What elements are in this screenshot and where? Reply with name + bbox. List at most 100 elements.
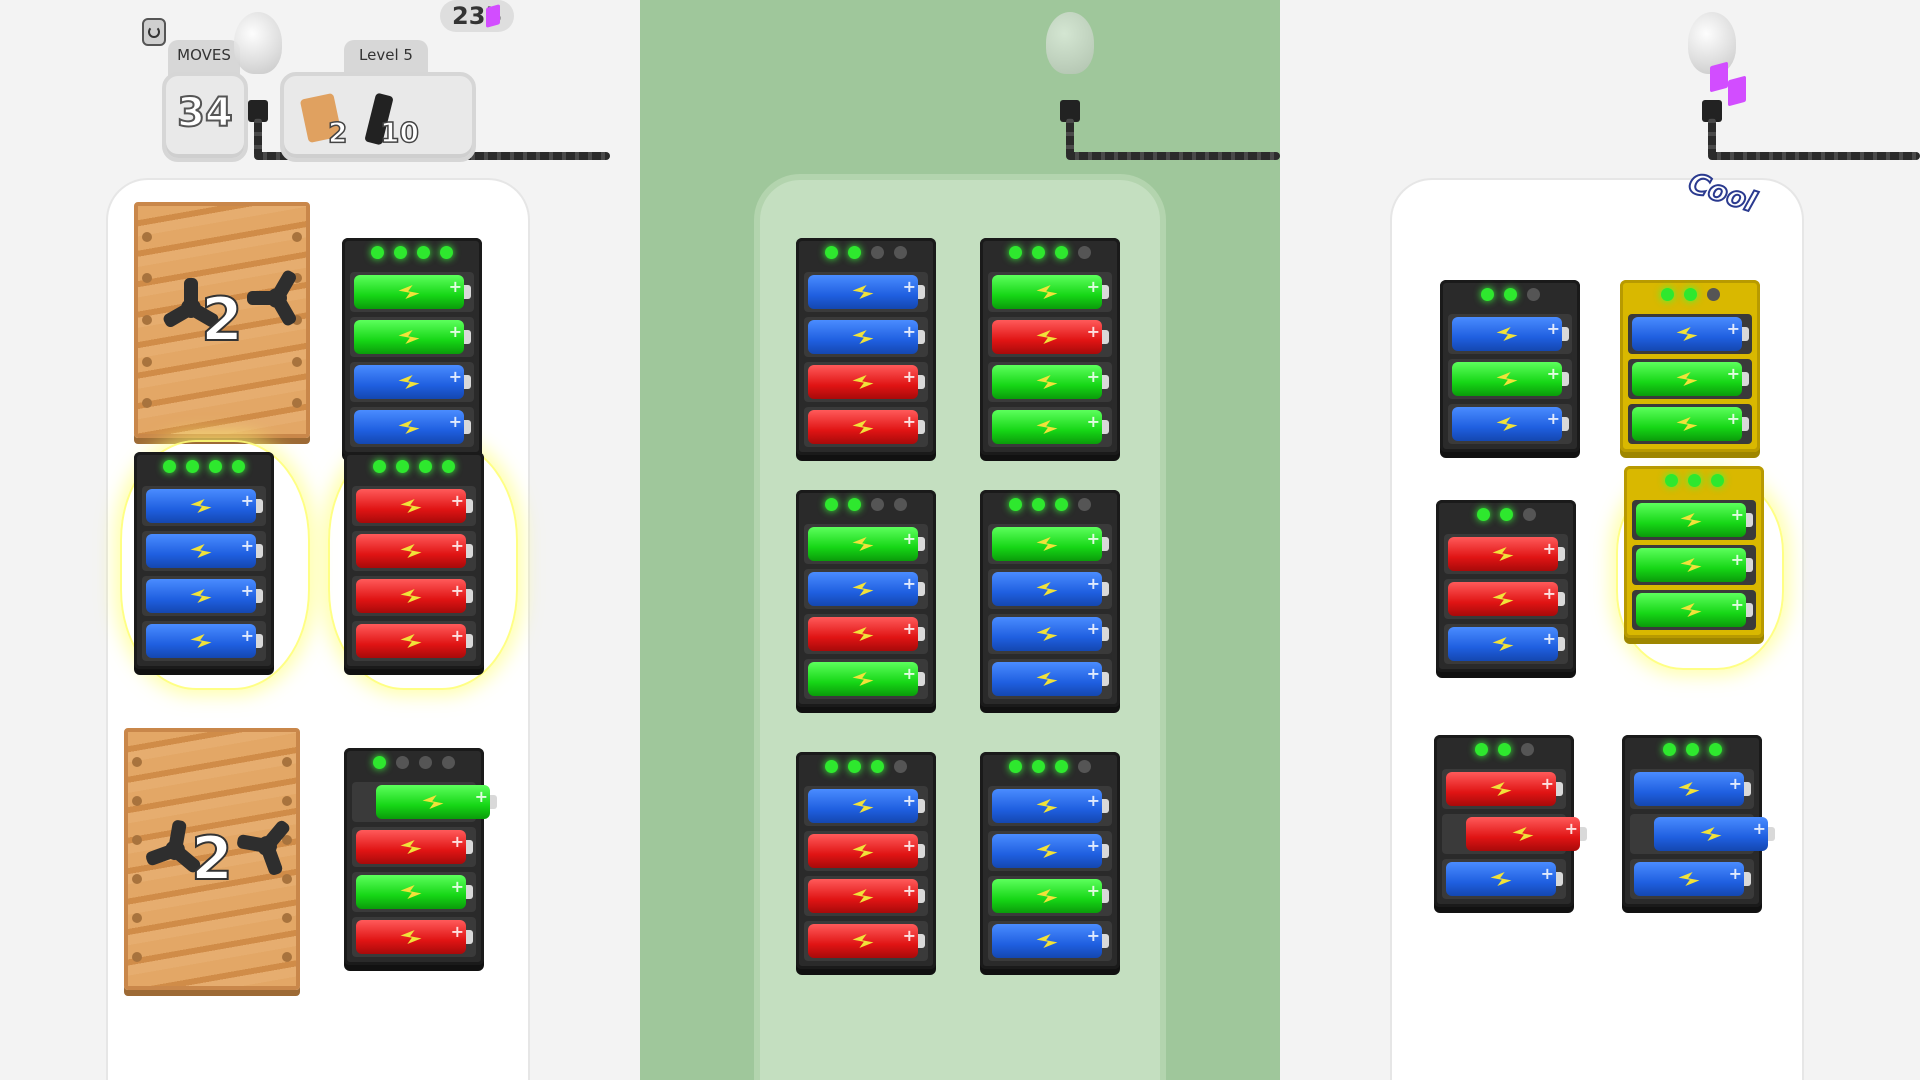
battery-holder[interactable]: + + + bbox=[1622, 735, 1775, 907]
battery-red[interactable]: + bbox=[1466, 817, 1587, 851]
battery-slot[interactable]: + bbox=[352, 486, 476, 526]
battery-slot[interactable]: + bbox=[142, 531, 266, 571]
battery-green[interactable]: + bbox=[376, 785, 497, 819]
battery-slot[interactable]: + bbox=[988, 317, 1112, 357]
battery-blue[interactable]: + bbox=[808, 275, 925, 309]
battery-slot[interactable]: + bbox=[1442, 814, 1587, 854]
battery-green[interactable]: + bbox=[1632, 407, 1749, 441]
wood-crate[interactable]: 2 bbox=[124, 728, 300, 990]
battery-blue[interactable]: + bbox=[1634, 772, 1751, 806]
battery-red[interactable]: + bbox=[356, 624, 473, 658]
battery-red[interactable]: + bbox=[356, 489, 473, 523]
battery-holder[interactable]: ++++ bbox=[796, 490, 936, 707]
battery-green[interactable]: + bbox=[992, 879, 1109, 913]
battery-blue[interactable]: + bbox=[146, 534, 263, 568]
battery-green[interactable]: + bbox=[992, 410, 1109, 444]
battery-red[interactable]: + bbox=[808, 834, 925, 868]
battery-holder[interactable]: + + + + bbox=[796, 752, 936, 969]
battery-holder[interactable]: + + + + bbox=[342, 238, 482, 455]
battery-blue[interactable]: + bbox=[808, 789, 925, 823]
battery-blue[interactable]: + bbox=[1452, 317, 1569, 351]
battery-red[interactable]: + bbox=[356, 920, 473, 954]
battery-slot[interactable]: + bbox=[1632, 500, 1756, 540]
battery-slot[interactable]: + bbox=[142, 486, 266, 526]
battery-slot[interactable]: + bbox=[988, 659, 1112, 699]
battery-slot[interactable]: + bbox=[1630, 769, 1754, 809]
battery-slot[interactable]: + bbox=[804, 876, 928, 916]
battery-slot[interactable]: + bbox=[352, 576, 476, 616]
battery-slot[interactable]: + bbox=[1442, 859, 1566, 899]
battery-holder[interactable]: ++++ bbox=[980, 752, 1120, 969]
battery-blue[interactable]: + bbox=[1634, 862, 1751, 896]
battery-holder[interactable]: +++ bbox=[1624, 466, 1764, 638]
battery-red[interactable]: + bbox=[992, 320, 1109, 354]
battery-blue[interactable]: + bbox=[1632, 317, 1749, 351]
battery-slot[interactable]: + bbox=[1628, 404, 1752, 444]
battery-slot[interactable]: + bbox=[1448, 314, 1572, 354]
battery-blue[interactable]: + bbox=[992, 924, 1109, 958]
battery-slot[interactable]: + bbox=[1630, 814, 1775, 854]
battery-blue[interactable]: + bbox=[1448, 627, 1565, 661]
battery-holder[interactable]: ++++ bbox=[980, 490, 1120, 707]
battery-slot[interactable]: + bbox=[350, 407, 474, 447]
battery-red[interactable]: + bbox=[808, 410, 925, 444]
battery-green[interactable]: + bbox=[1636, 548, 1753, 582]
battery-holder[interactable]: ++++ bbox=[796, 238, 936, 455]
battery-slot[interactable]: + bbox=[1444, 579, 1568, 619]
battery-slot[interactable]: + bbox=[988, 876, 1112, 916]
battery-red[interactable]: + bbox=[356, 534, 473, 568]
battery-slot[interactable]: + bbox=[350, 272, 474, 312]
battery-holder[interactable]: + + + bbox=[1434, 735, 1587, 907]
battery-slot[interactable]: + bbox=[352, 782, 497, 822]
battery-slot[interactable]: + bbox=[1442, 769, 1566, 809]
battery-slot[interactable]: + bbox=[988, 524, 1112, 564]
battery-holder[interactable]: + + + bbox=[1436, 500, 1576, 672]
battery-blue[interactable]: + bbox=[1452, 407, 1569, 441]
battery-green[interactable]: + bbox=[992, 527, 1109, 561]
battery-red[interactable]: + bbox=[808, 924, 925, 958]
battery-slot[interactable]: + bbox=[350, 362, 474, 402]
battery-holder[interactable]: + + + bbox=[1620, 280, 1760, 452]
wood-crate[interactable]: 2 bbox=[134, 202, 310, 438]
battery-red[interactable]: + bbox=[1446, 772, 1563, 806]
battery-green[interactable]: + bbox=[1452, 362, 1569, 396]
battery-holder[interactable]: + + + + bbox=[134, 452, 274, 669]
battery-blue[interactable]: + bbox=[354, 365, 471, 399]
battery-blue[interactable]: + bbox=[1446, 862, 1563, 896]
battery-blue[interactable]: + bbox=[146, 624, 263, 658]
battery-slot[interactable]: + bbox=[988, 272, 1112, 312]
battery-holder[interactable]: + + + bbox=[1440, 280, 1580, 452]
battery-blue[interactable]: + bbox=[146, 489, 263, 523]
battery-slot[interactable]: + bbox=[988, 614, 1112, 654]
battery-blue[interactable]: + bbox=[992, 662, 1109, 696]
battery-red[interactable]: + bbox=[1448, 582, 1565, 616]
battery-slot[interactable]: + bbox=[1444, 534, 1568, 574]
battery-slot[interactable]: + bbox=[1444, 624, 1568, 664]
battery-red[interactable]: + bbox=[1448, 537, 1565, 571]
battery-slot[interactable]: + bbox=[352, 827, 476, 867]
battery-slot[interactable]: + bbox=[1628, 359, 1752, 399]
battery-green[interactable]: + bbox=[992, 275, 1109, 309]
battery-slot[interactable]: + bbox=[350, 317, 474, 357]
battery-slot[interactable]: + bbox=[352, 531, 476, 571]
battery-blue[interactable]: + bbox=[1654, 817, 1775, 851]
battery-slot[interactable]: + bbox=[804, 407, 928, 447]
battery-slot[interactable]: + bbox=[804, 614, 928, 654]
battery-red[interactable]: + bbox=[808, 879, 925, 913]
battery-green[interactable]: + bbox=[808, 662, 925, 696]
battery-slot[interactable]: + bbox=[804, 831, 928, 871]
battery-green[interactable]: + bbox=[354, 275, 471, 309]
battery-slot[interactable]: + bbox=[804, 659, 928, 699]
battery-slot[interactable]: + bbox=[142, 576, 266, 616]
battery-red[interactable]: + bbox=[808, 365, 925, 399]
battery-slot[interactable]: + bbox=[804, 524, 928, 564]
battery-slot[interactable]: + bbox=[142, 621, 266, 661]
battery-blue[interactable]: + bbox=[992, 789, 1109, 823]
battery-slot[interactable]: + bbox=[804, 272, 928, 312]
battery-slot[interactable]: + bbox=[988, 786, 1112, 826]
battery-slot[interactable]: + bbox=[1448, 359, 1572, 399]
battery-blue[interactable]: + bbox=[992, 617, 1109, 651]
battery-green[interactable]: + bbox=[356, 875, 473, 909]
battery-slot[interactable]: + bbox=[988, 407, 1112, 447]
battery-red[interactable]: + bbox=[356, 579, 473, 613]
